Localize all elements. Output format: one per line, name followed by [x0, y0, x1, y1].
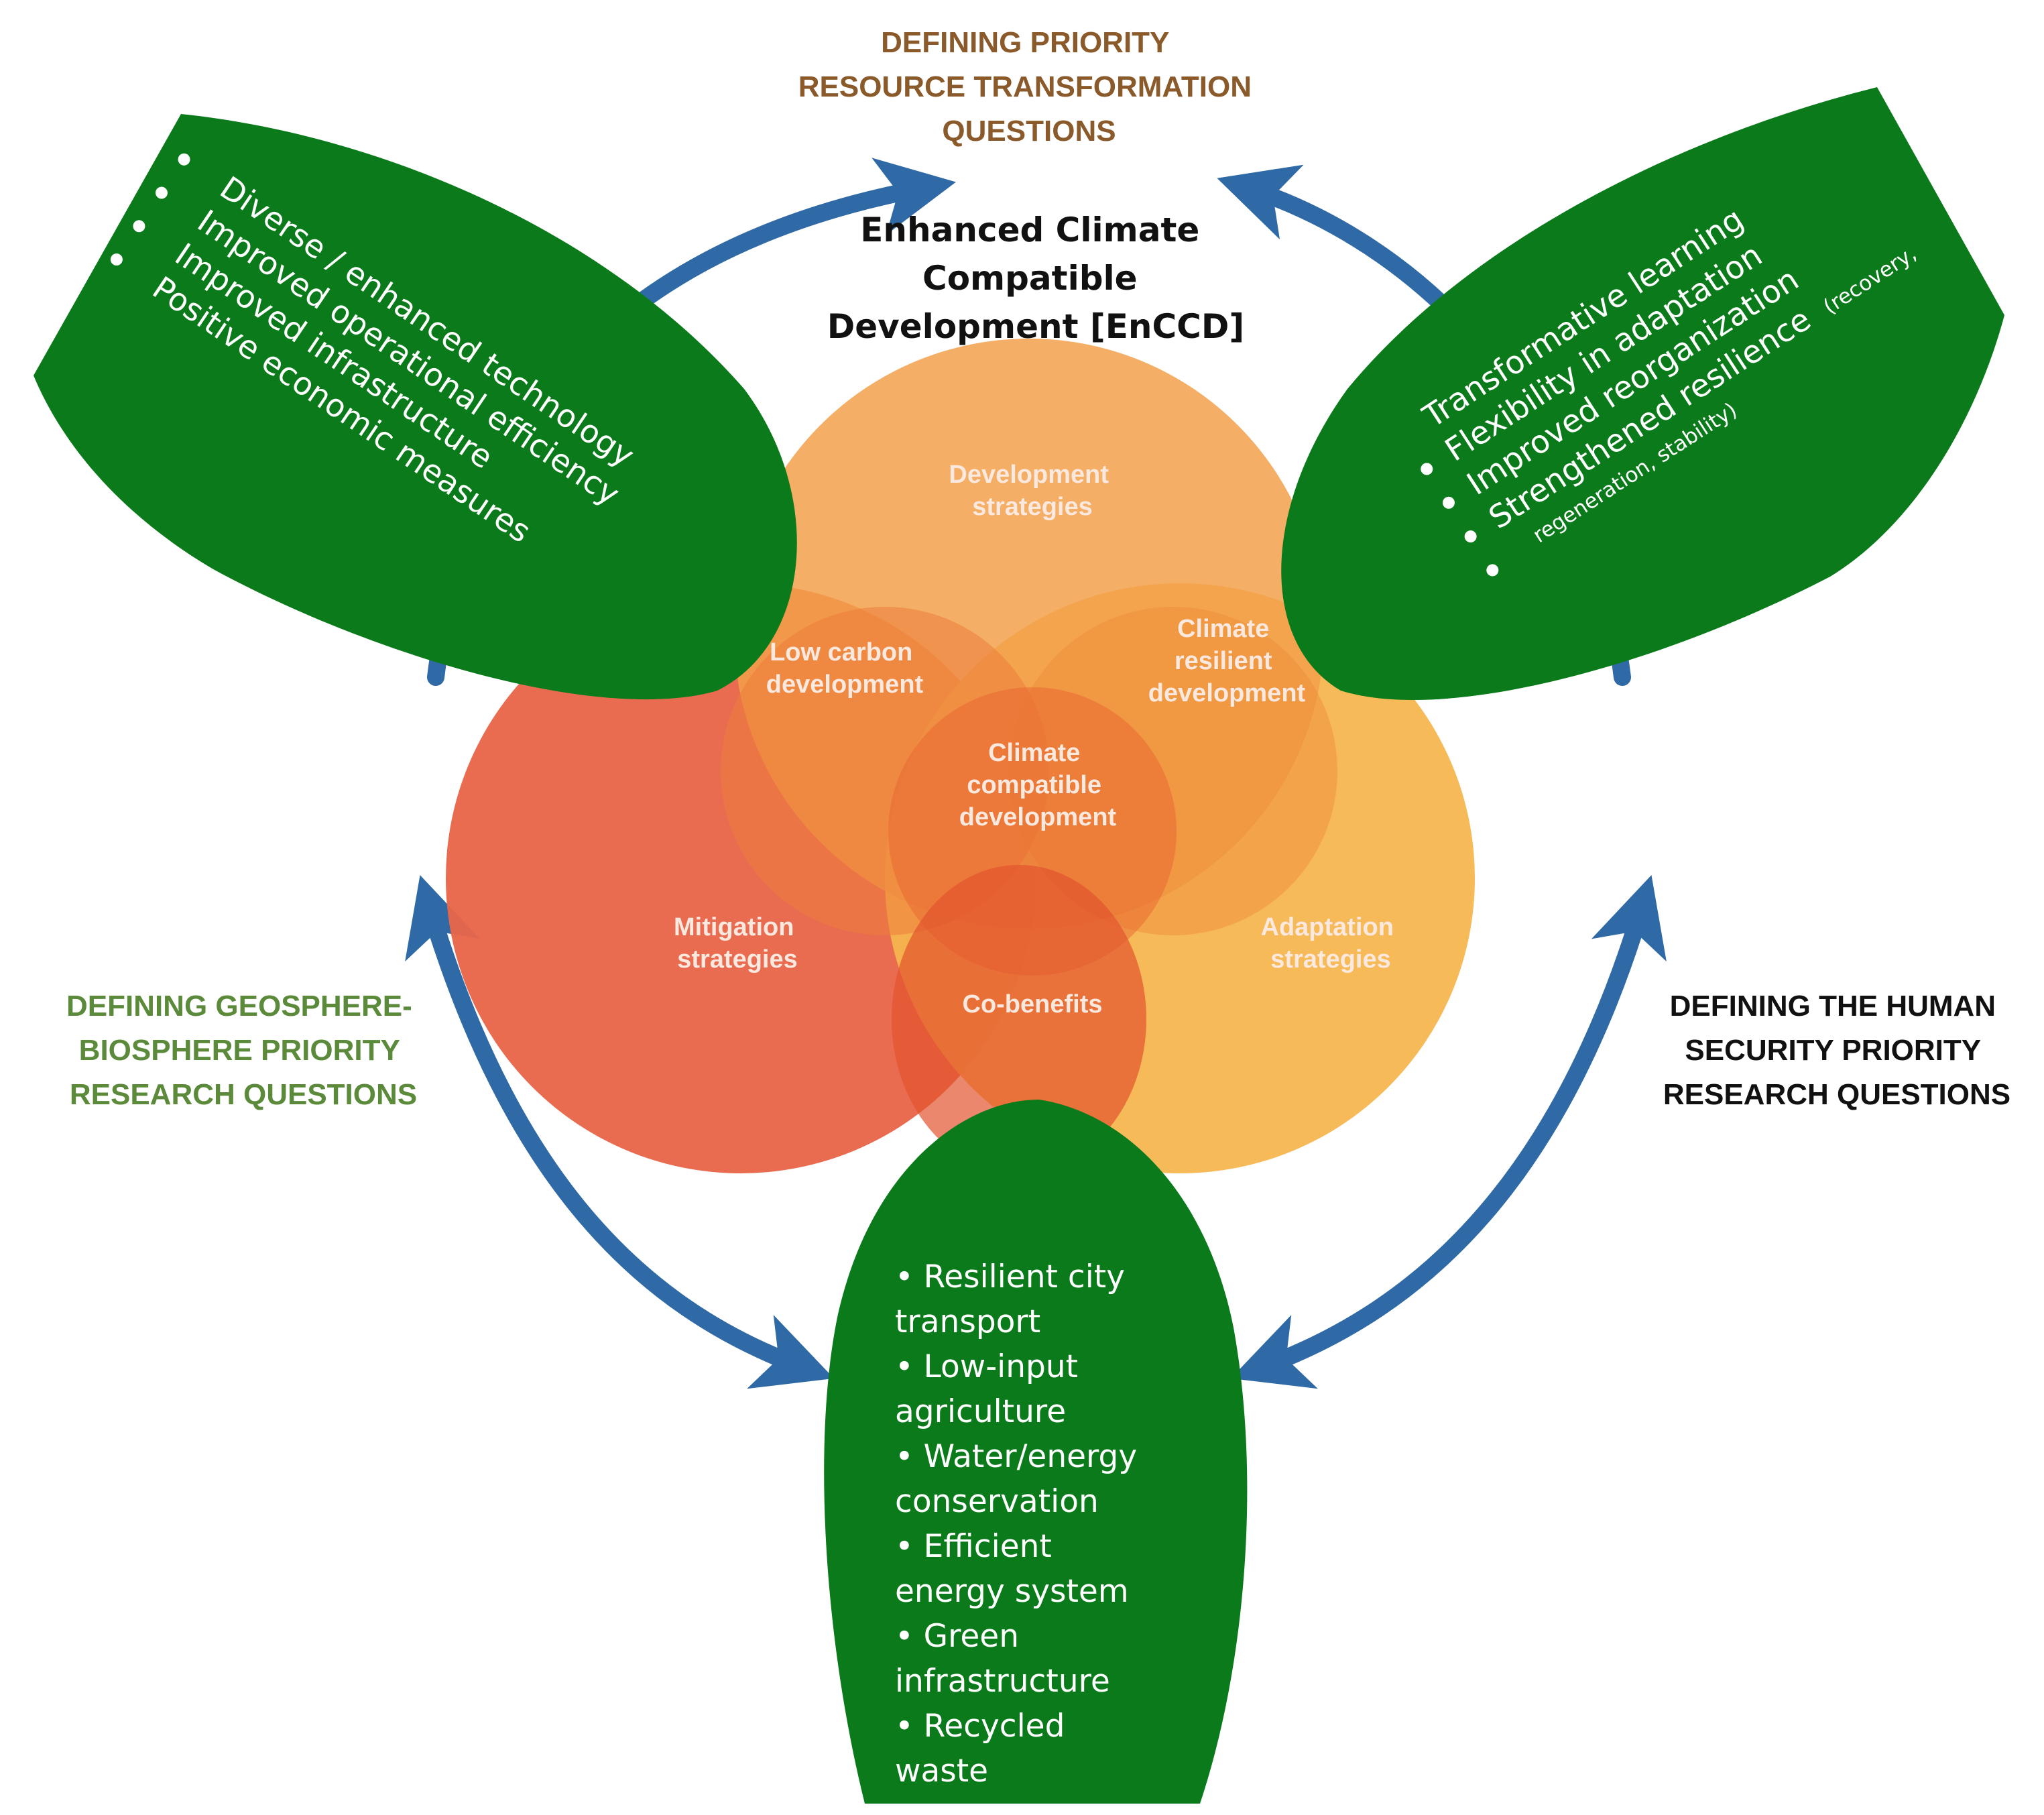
venn-label-climate-compatible: Climate compatible development: [959, 739, 1117, 831]
bullet-icon: [110, 253, 123, 266]
left-leaf-shape: [34, 114, 797, 700]
venn-overlap-left-top: [721, 607, 1049, 935]
venn-label-climate-resilient: Climate resilient development: [1148, 615, 1306, 707]
bottom-leaf-line: conservation: [895, 1483, 1099, 1520]
bottom-leaf-line: agriculture: [895, 1393, 1066, 1430]
bottom-leaf-line: • Efficient: [895, 1528, 1052, 1565]
bottom-leaf-line: waste: [895, 1753, 988, 1790]
right-leaf-shape: [1281, 87, 2004, 701]
bullet-icon: [1421, 463, 1433, 475]
header-left: DEFINING GEOSPHERE- BIOSPHERE PRIORITY R…: [66, 990, 420, 1111]
right-leaf: Transformative learning Flexibility in a…: [1281, 87, 2004, 701]
bottom-leaf-line: energy system: [895, 1573, 1129, 1610]
bullet-icon: [1442, 496, 1455, 509]
bullet-icon: [178, 153, 190, 166]
right-leaf-bullets: [1421, 463, 1499, 577]
bottom-leaf-line: • Recycled: [895, 1708, 1065, 1745]
venn-label-co-benefits: Co-benefits: [963, 990, 1103, 1018]
bottom-leaf-line: transport: [895, 1303, 1040, 1340]
bottom-leaf-list: • Resilient city transport • Low-input a…: [895, 1258, 1137, 1790]
bullet-icon: [155, 186, 168, 199]
bullet-icon: [1486, 564, 1499, 577]
diagram-title: Enhanced Climate Compatible Development …: [827, 211, 1244, 346]
bottom-leaf-line: • Green: [895, 1618, 1019, 1655]
header-right: DEFINING THE HUMAN SECURITY PRIORITY RES…: [1663, 990, 2010, 1111]
venn-label-low-carbon: Low carbon development: [766, 638, 924, 699]
venn-label-development: Development strategies: [949, 461, 1116, 521]
bottom-leaf-line: • Resilient city: [895, 1258, 1125, 1295]
bottom-leaf-line: • Low-input: [895, 1348, 1078, 1385]
bottom-leaf: • Resilient city transport • Low-input a…: [824, 1100, 1248, 1804]
venn-overlap-left-right: [892, 865, 1146, 1173]
header-top: DEFINING PRIORITY RESOURCE TRANSFORMATIO…: [798, 26, 1260, 148]
bullet-icon: [133, 220, 145, 233]
arrow-left: [405, 875, 835, 1389]
venn-label-adaptation: Adaptation strategies: [1261, 913, 1401, 974]
venn-overlap-top-right: [1009, 607, 1337, 935]
arrow-right: [1230, 875, 1667, 1389]
bullet-icon: [1464, 530, 1477, 543]
bottom-leaf-shape: [824, 1100, 1248, 1804]
bottom-leaf-line: • Water/energy: [895, 1438, 1137, 1475]
left-leaf: Diverse / enhanced technology Improved o…: [34, 114, 797, 700]
left-leaf-bullets: [110, 153, 190, 266]
venn-diagram: Development strategies Low carbon develo…: [446, 339, 1475, 1173]
bottom-leaf-line: infrastructure: [895, 1663, 1110, 1700]
venn-label-mitigation: Mitigation strategies: [674, 913, 801, 974]
